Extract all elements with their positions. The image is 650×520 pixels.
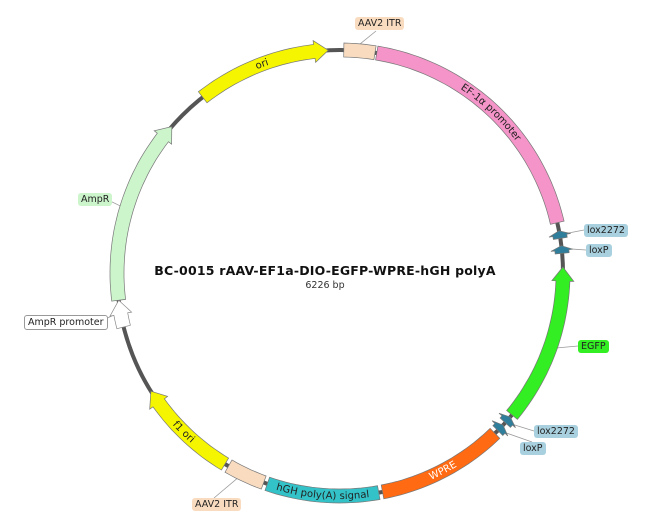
feature-label-ori: ori bbox=[254, 57, 270, 72]
feature-label-hgh-poly-a-signal: hGH poly(A) signal bbox=[275, 482, 370, 502]
feature-f1-ori[interactable] bbox=[149, 390, 230, 471]
feature-callout-lox2272[interactable]: lox2272 bbox=[534, 425, 578, 438]
feature-callout-ampr-promoter[interactable]: AmpR promoter bbox=[24, 315, 108, 330]
feature-callout-egfp[interactable]: EGFP bbox=[578, 340, 609, 353]
plasmid-title: BC-0015 rAAV-EF1a-DIO-EGFP-WPRE-hGH poly… bbox=[154, 263, 496, 278]
feature-ef-1-promoter[interactable] bbox=[375, 45, 565, 225]
leader-line-loxp bbox=[505, 432, 533, 443]
leader-line-lox2272 bbox=[566, 229, 585, 234]
feature-callout-aav2-itr[interactable]: AAV2 ITR bbox=[355, 17, 405, 30]
feature-lox2272[interactable] bbox=[498, 412, 516, 428]
feature-callout-aav2-itr[interactable]: AAV2 ITR bbox=[192, 498, 242, 511]
leader-line-aav2-itr bbox=[359, 30, 377, 45]
feature-loxp[interactable] bbox=[550, 245, 573, 255]
feature-hgh-poly-a-signal[interactable] bbox=[264, 476, 381, 504]
feature-ori[interactable] bbox=[197, 39, 329, 104]
feature-label-ef-1-promoter: EF-1α promoter bbox=[459, 82, 524, 144]
leader-line-lox2272 bbox=[512, 424, 535, 432]
leader-line-egfp bbox=[557, 345, 579, 349]
feature-ampr[interactable] bbox=[109, 126, 173, 302]
feature-callout-lox2272[interactable]: lox2272 bbox=[584, 224, 628, 237]
feature-egfp[interactable] bbox=[506, 266, 575, 420]
feature-wpre[interactable] bbox=[380, 427, 501, 500]
feature-callout-loxp[interactable]: loxP bbox=[520, 442, 546, 455]
feature-callout-loxp[interactable]: loxP bbox=[586, 244, 612, 257]
feature-callout-ampr[interactable]: AmpR bbox=[78, 193, 113, 206]
feature-arcs bbox=[109, 39, 575, 504]
plasmid-size: 6226 bp bbox=[305, 280, 345, 291]
feature-ampr-promoter[interactable] bbox=[109, 299, 133, 330]
feature-loxp[interactable] bbox=[491, 420, 509, 437]
feature-aav2-itr[interactable] bbox=[224, 459, 267, 490]
feature-aav2-itr[interactable] bbox=[343, 42, 377, 61]
feature-lox2272[interactable] bbox=[548, 230, 571, 240]
